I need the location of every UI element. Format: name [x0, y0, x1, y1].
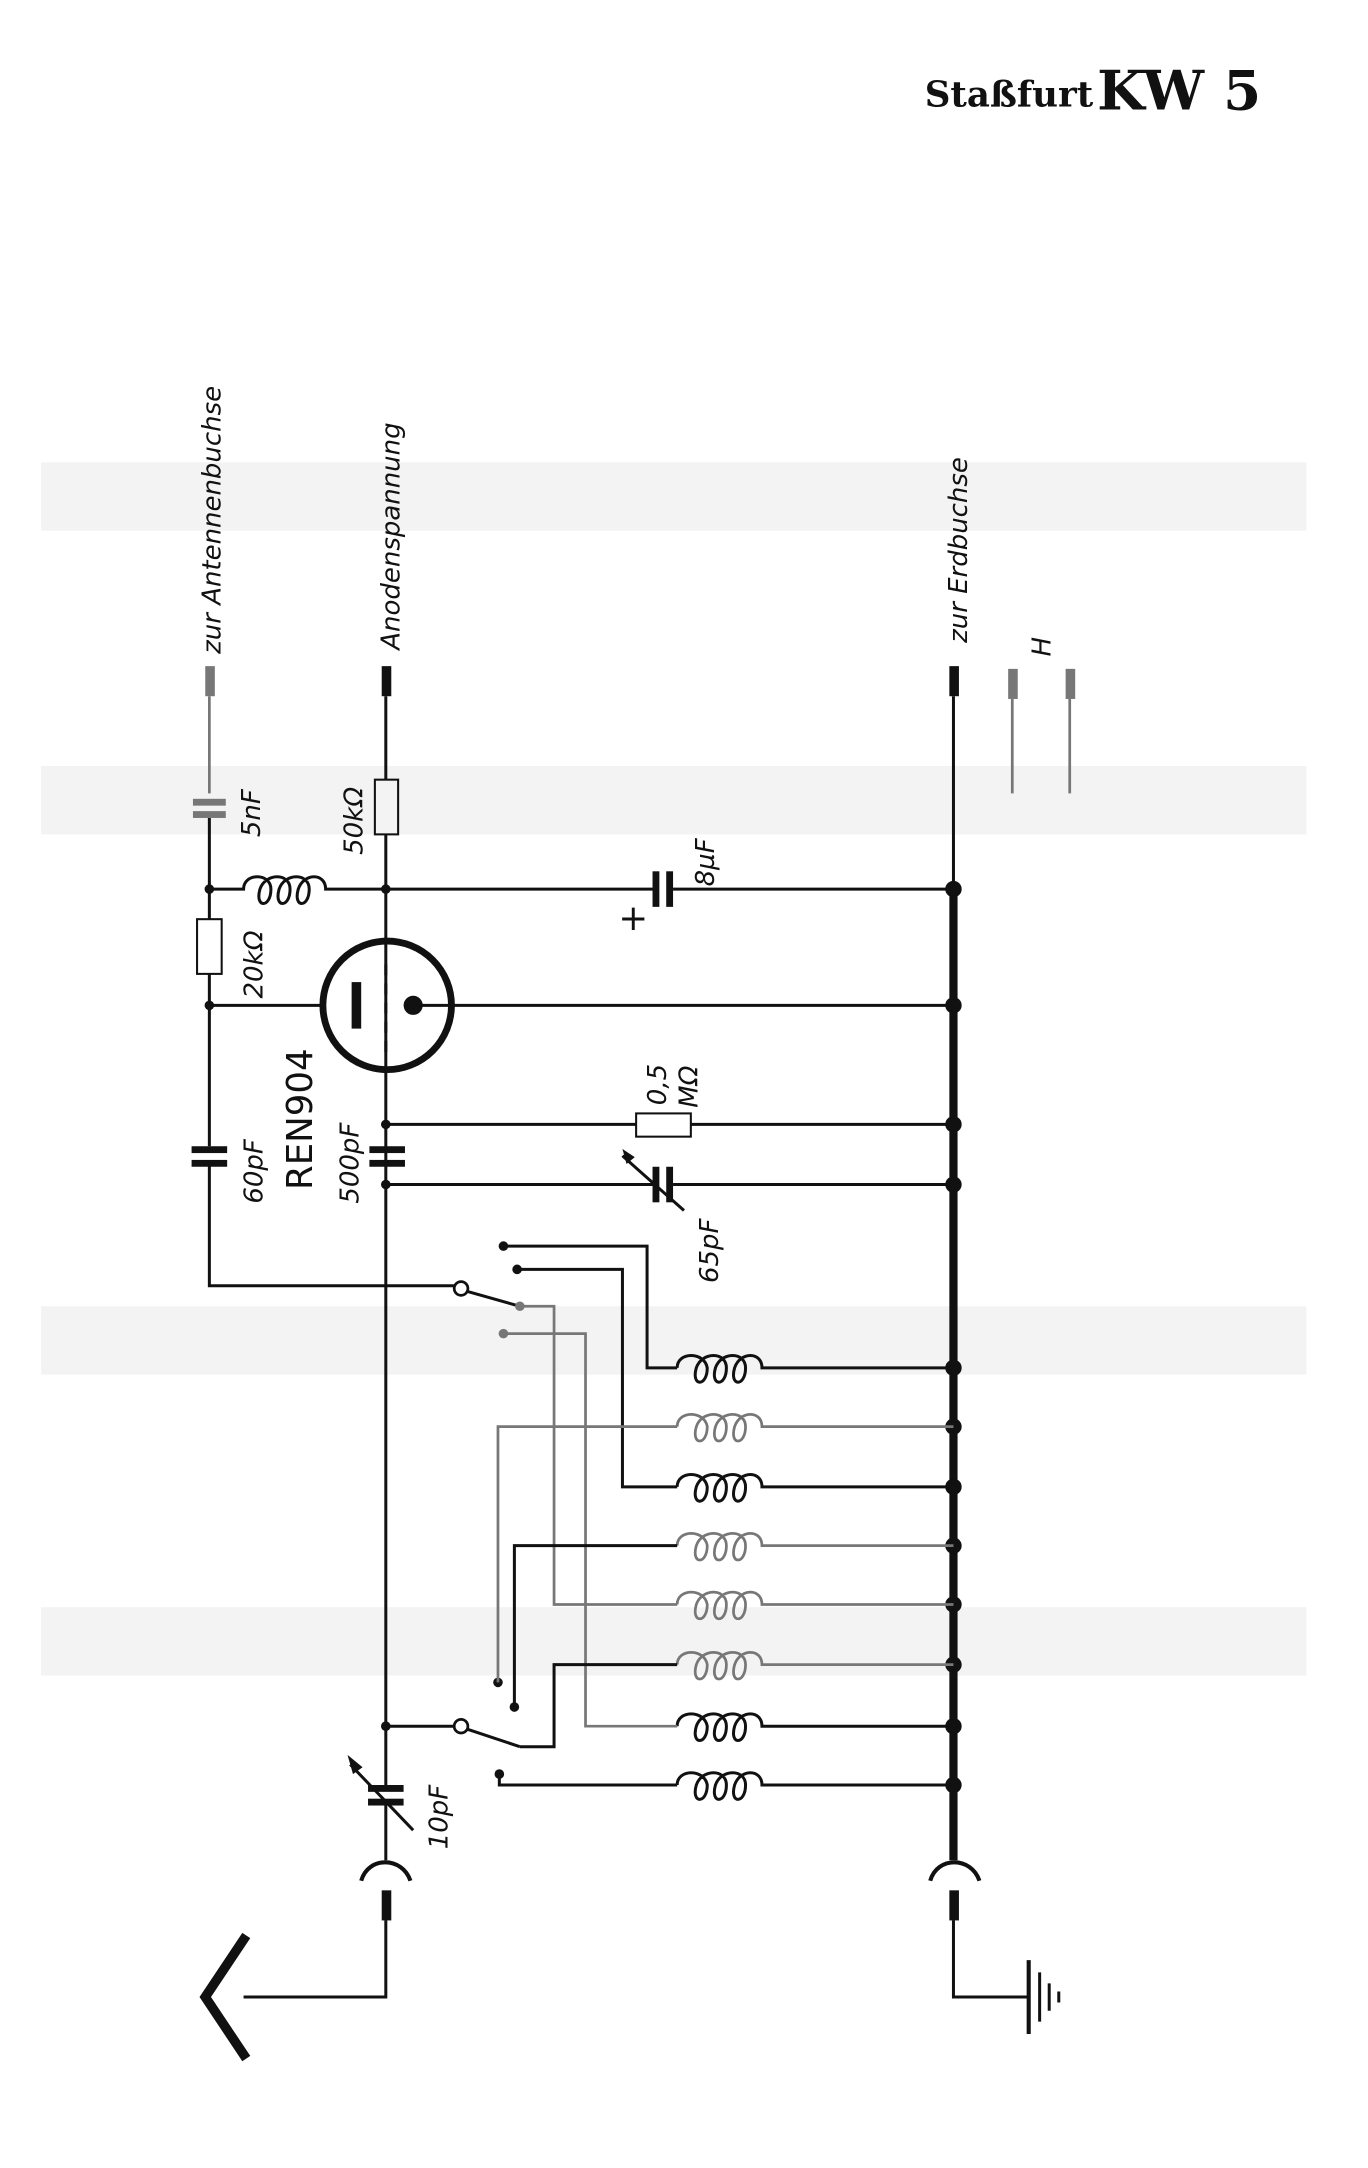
antenna-plug	[199, 1860, 413, 2062]
tube-label: REN904	[280, 1048, 321, 1190]
plus-label: +	[618, 898, 648, 939]
resistor-50k-label: 50kΩ	[340, 787, 370, 855]
watermark	[41, 462, 1307, 1676]
cap-500pf-label: 500pF	[335, 1122, 365, 1204]
bus-node	[945, 1176, 962, 1193]
cap-5nf-label: 5nF	[237, 788, 267, 837]
coil-8	[675, 1771, 954, 1801]
bus-node	[945, 997, 962, 1014]
model-title: KW 5	[1097, 58, 1261, 122]
coil-7	[675, 1712, 954, 1743]
coil-1	[675, 1354, 954, 1384]
cap-8uf-label: 8µF	[691, 837, 721, 886]
capacitor-60pf	[191, 1146, 228, 1167]
coil-5	[675, 1590, 954, 1621]
capacitor-8uf	[652, 871, 674, 907]
heater-label: H	[1028, 637, 1058, 657]
resistor-05m-unit: MΩ	[675, 1066, 705, 1108]
band-switch-lower[interactable]	[385, 1425, 678, 1787]
resistor-05m	[635, 1112, 692, 1138]
coil-bank	[675, 1354, 954, 1801]
cap-60pf-label: 60pF	[240, 1138, 270, 1204]
earth-plug	[928, 1860, 1029, 1999]
coil-6	[675, 1650, 954, 1681]
capacitor-65pf-variable	[621, 1148, 685, 1212]
capacitor-5nf	[192, 798, 226, 920]
resistor-05m-label: 0,5	[643, 1064, 673, 1105]
resistor-20k	[196, 918, 223, 975]
capacitor-10pf-variable	[347, 1754, 415, 1832]
anode-voltage-label: Anodenspannung	[376, 422, 406, 651]
coil-3	[675, 1473, 954, 1503]
resistor-20k-label: 20kΩ	[240, 930, 270, 998]
junction-dots	[204, 884, 391, 1731]
earth-terminal	[949, 666, 959, 890]
antenna-socket-terminal	[205, 666, 215, 794]
earth-ground-icon	[1026, 1960, 1061, 2034]
earth-socket-label: zur Erdbuchse	[944, 457, 974, 644]
coil-4	[675, 1531, 954, 1562]
bus-nodes	[945, 880, 962, 1794]
coil-2	[675, 1412, 954, 1443]
choke-inductor	[209, 875, 386, 905]
antenna-socket-label: zur Antennenbuchse	[197, 386, 227, 655]
band-switch-upper[interactable]	[452, 1241, 678, 1728]
bus-node	[945, 880, 962, 898]
bus-node	[945, 1116, 962, 1133]
anode-terminal	[381, 666, 392, 780]
cap-10pf-label: 10pF	[424, 1784, 454, 1850]
cap-65pf-label: 65pF	[695, 1217, 725, 1283]
maker-title: Staßfurt	[925, 75, 1094, 116]
heater-terminals	[1008, 668, 1076, 794]
